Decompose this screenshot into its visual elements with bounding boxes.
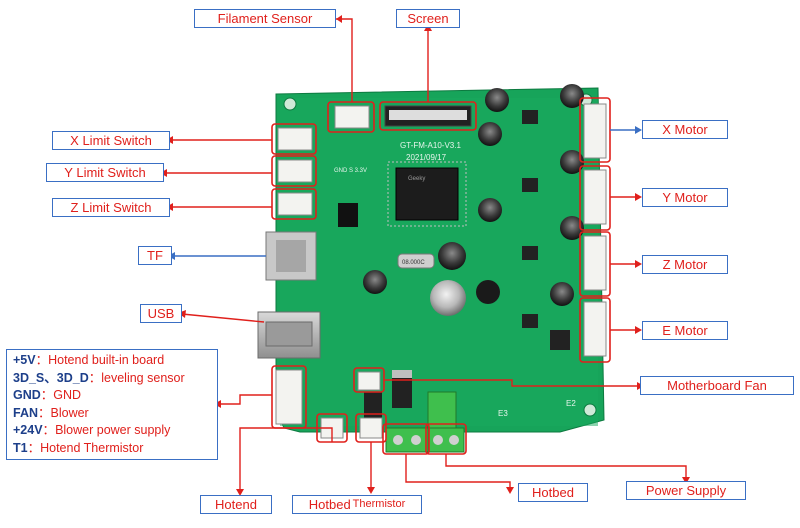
leader-fan xyxy=(384,379,640,387)
label-x-motor: X Motor xyxy=(642,120,728,139)
hotend-multi-connector xyxy=(275,369,303,425)
legend-sep: ： xyxy=(88,370,102,385)
label-tf: TF xyxy=(138,246,172,265)
legend-key: 3D_S、3D_D xyxy=(13,370,89,385)
buzzer xyxy=(476,280,500,304)
highlight-y-motor xyxy=(579,165,611,231)
y-motor-connector xyxy=(583,169,607,225)
z-motor-connector xyxy=(583,235,607,291)
capacitor xyxy=(485,88,509,112)
driver-chip xyxy=(522,110,538,124)
label-hotbed: Hotbed xyxy=(518,483,588,502)
crystal-text: 08.000C xyxy=(402,260,425,266)
x-limit-connector xyxy=(277,127,313,151)
label-power-supply: Power Supply xyxy=(626,481,746,500)
highlight-filament xyxy=(327,101,375,133)
mcu-chip xyxy=(395,167,459,221)
legend-key: GND xyxy=(13,388,41,403)
legend-key: +5V xyxy=(13,353,36,367)
driver-chip xyxy=(522,246,538,260)
capacitor xyxy=(560,216,584,240)
legend-value: leveling sensor xyxy=(101,370,185,385)
x-motor-connector xyxy=(583,103,607,159)
capacitor xyxy=(363,270,387,294)
label-usb: USB xyxy=(140,304,182,323)
label-filament-sensor: Filament Sensor xyxy=(194,9,336,28)
leader-hotend xyxy=(239,427,333,494)
chip-brand-text: Geeky xyxy=(408,176,425,182)
legend-sep: ： xyxy=(42,423,56,438)
legend-value: Hotend Thermistor xyxy=(40,440,144,455)
silk-e3-text: E3 xyxy=(498,409,508,418)
label-e-motor: E Motor xyxy=(642,321,728,340)
legend-sep: ： xyxy=(35,353,49,367)
legend-row: GND：GND xyxy=(13,387,211,405)
mosfet xyxy=(364,392,382,420)
label-y-limit-switch: Y Limit Switch xyxy=(46,163,164,182)
capacitor xyxy=(560,150,584,174)
capacitor xyxy=(560,84,584,108)
label-hotbed-thermistor-main: Hotbed xyxy=(308,497,351,512)
driver-chip xyxy=(522,178,538,192)
highlight-x-limit xyxy=(271,123,317,155)
label-z-motor: Z Motor xyxy=(642,255,728,274)
legend-sep: ： xyxy=(38,405,51,420)
leader-legend xyxy=(218,394,272,405)
label-z-limit-switch: Z Limit Switch xyxy=(52,198,170,217)
highlight-z-limit xyxy=(271,188,317,220)
thermistor-terminal xyxy=(359,417,383,439)
legend-value: Hotend built-in board xyxy=(48,353,165,367)
hotbed-terminal xyxy=(385,427,429,453)
legend-key: FAN xyxy=(13,405,38,420)
label-hotbed-thermistor-small: Thermistor xyxy=(352,498,406,510)
leader-lines xyxy=(164,18,687,494)
label-hotbed-thermistor: Hotbed Thermistor xyxy=(292,495,422,514)
leader-filament xyxy=(336,18,353,102)
legend-sep: ： xyxy=(40,388,54,403)
legend-key: T1 xyxy=(13,440,28,455)
mount-hole xyxy=(583,403,597,417)
crystal xyxy=(397,253,435,269)
legend-row: +5V：Hotend built-in board xyxy=(13,352,211,370)
e-motor-connector xyxy=(583,301,607,357)
highlight-y-limit xyxy=(271,155,317,187)
legend-row: +24V：Blower power supply xyxy=(13,422,211,440)
capacitor xyxy=(438,242,466,270)
board-date-text: 2021/09/17 xyxy=(406,153,447,162)
capacitor xyxy=(550,282,574,306)
big-capacitor xyxy=(430,280,466,316)
silk-gnd-text: GND S 3.3V xyxy=(334,168,367,174)
board-model-text: GT-FM-A10-V3.1 xyxy=(400,141,461,150)
legend-value: GND xyxy=(53,388,82,403)
legend-row: 3D_S、3D_D：leveling sensor xyxy=(13,370,211,388)
legend-value: Blower xyxy=(50,405,89,420)
y-limit-connector xyxy=(277,159,313,183)
mosfet xyxy=(392,378,412,408)
legend-row: T1：Hotend Thermistor xyxy=(13,440,211,458)
label-x-limit-switch: X Limit Switch xyxy=(52,131,170,150)
driver-chip xyxy=(522,314,538,328)
label-screen: Screen xyxy=(396,9,460,28)
leader-power xyxy=(445,454,687,482)
legend-sep: ： xyxy=(27,440,41,455)
blue-leader-lines xyxy=(172,129,638,257)
silk-e2-text: E2 xyxy=(566,399,576,408)
pin-legend: +5V：Hotend built-in board 3D_S、3D_D：leve… xyxy=(6,349,218,460)
mount-hole xyxy=(283,97,297,111)
label-motherboard-fan: Motherboard Fan xyxy=(640,376,794,395)
leader-usb xyxy=(181,313,265,323)
legend-row: FAN：Blower xyxy=(13,405,211,423)
label-y-motor: Y Motor xyxy=(642,188,728,207)
leader-hotbed xyxy=(405,454,511,492)
legend-value: Blower power supply xyxy=(55,423,171,438)
z-limit-connector xyxy=(277,192,313,216)
legend-key: +24V xyxy=(13,423,43,438)
filament-sensor-connector xyxy=(334,105,370,129)
label-hotend: Hotend xyxy=(200,495,272,514)
capacitor xyxy=(478,122,502,146)
fan-connector xyxy=(357,371,381,391)
capacitor xyxy=(478,198,502,222)
